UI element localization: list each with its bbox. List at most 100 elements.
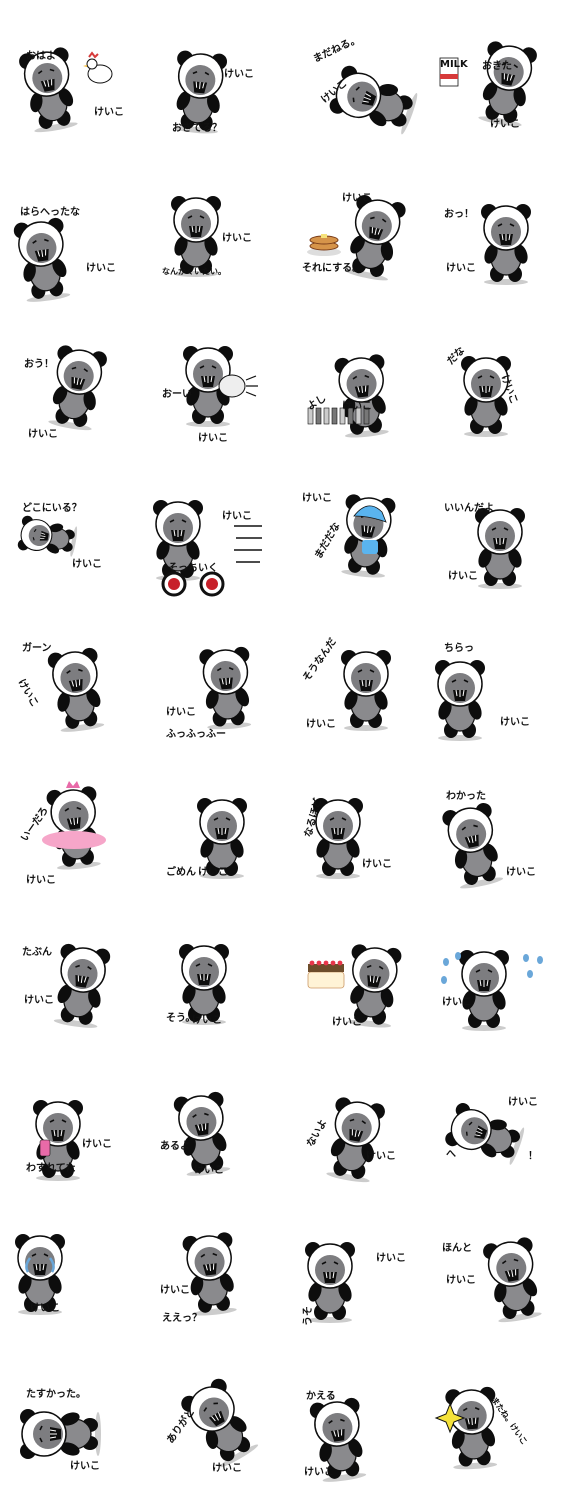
chicken-icon xyxy=(83,51,113,84)
sticker-18[interactable]: けいこふっふっふー xyxy=(140,604,280,754)
name-label: けいこ xyxy=(362,859,392,870)
sticker-15[interactable]: けいこまだだな xyxy=(280,456,420,606)
sticker-34[interactable]: けいこええっ？ xyxy=(140,1196,280,1346)
sticker-33[interactable]: けいこ xyxy=(0,1196,140,1346)
sticker-20[interactable]: ちらっけいこ xyxy=(420,604,560,754)
name-label: けいこ xyxy=(500,717,530,728)
caption-label: わすれてた xyxy=(26,1163,76,1174)
sticker-7[interactable]: けいこそれにする。 xyxy=(280,160,420,310)
name-label: けいこ xyxy=(70,1461,100,1472)
sticker-30[interactable]: あるよけいこ xyxy=(140,1048,280,1198)
bandana-icon xyxy=(353,505,387,554)
sticker-art xyxy=(435,660,485,741)
panda-icon xyxy=(483,1237,542,1323)
sticker-art xyxy=(17,515,78,557)
sticker-24[interactable]: わかったけいこ xyxy=(420,752,560,902)
sticker-8[interactable]: おっ！けいこ xyxy=(420,160,560,310)
milk-carton-icon xyxy=(439,57,459,87)
sticker-35[interactable]: けいこうそ xyxy=(280,1196,420,1346)
sticker-28[interactable]: けいこ xyxy=(420,900,560,1050)
sticker-38[interactable]: ありがとけいこ xyxy=(140,1344,280,1494)
caption-label: はらへったな xyxy=(20,207,80,218)
name-label: けいこ xyxy=(302,493,332,504)
sticker-17[interactable]: ガーンけいこ xyxy=(0,604,140,754)
sticker-art xyxy=(174,50,228,134)
panda-icon xyxy=(341,650,391,731)
raindrops-icon xyxy=(441,952,543,984)
panda-icon xyxy=(329,65,418,135)
sticker-16[interactable]: いいんだよけいこ xyxy=(420,456,560,606)
name-label: けいこ xyxy=(222,233,252,244)
sticker-12[interactable]: だなけいこ xyxy=(420,308,560,458)
name-label: けいこ xyxy=(446,263,476,274)
name-label: けいこ xyxy=(86,263,116,274)
caption-label: あるよ xyxy=(160,1141,190,1152)
sticker-31[interactable]: ないよけいこ xyxy=(280,1048,420,1198)
name-label: けいこ xyxy=(192,1015,222,1026)
sticker-19[interactable]: そうなんだけいこ xyxy=(280,604,420,754)
caption-label: どこにいる？ xyxy=(22,503,82,514)
sticker-art xyxy=(341,650,391,731)
sticker-art xyxy=(183,346,258,427)
panda-icon xyxy=(13,217,71,302)
name-label: けいこ xyxy=(342,193,372,204)
sticker-22[interactable]: ごめんけいこ xyxy=(140,752,280,902)
sticker-art xyxy=(171,196,221,277)
sticker-9[interactable]: おう！けいこ xyxy=(0,308,140,458)
caption-label: MILK xyxy=(440,59,468,70)
sticker-art xyxy=(47,647,105,732)
panda-icon xyxy=(481,204,531,285)
sticker-36[interactable]: ほんとけいこ xyxy=(420,1196,560,1346)
caption-label: おーい xyxy=(162,389,192,400)
crown-icon xyxy=(66,781,80,788)
sticker-13[interactable]: どこにいる？けいこ xyxy=(0,456,140,606)
panda-icon xyxy=(309,1397,367,1482)
cake-icon xyxy=(307,960,345,989)
sticker-11[interactable]: よしけいこ xyxy=(280,308,420,458)
sticker-29[interactable]: けいこわすれてた xyxy=(0,1048,140,1198)
sticker-art xyxy=(326,1097,385,1183)
sticker-art xyxy=(20,1409,101,1459)
sticker-art xyxy=(153,500,262,597)
sticker-27[interactable]: けいこ xyxy=(280,900,420,1050)
name-label: けいこ xyxy=(448,571,478,582)
sticker-23[interactable]: なるほどけいこ xyxy=(280,752,420,902)
tears-icon xyxy=(25,1257,55,1273)
panda-icon xyxy=(19,47,78,133)
sticker-art xyxy=(483,1237,542,1323)
sticker-art xyxy=(481,204,531,285)
caption-label: たぶん xyxy=(22,947,52,958)
sticker-39[interactable]: かえるけいこ xyxy=(280,1344,420,1494)
sticker-art xyxy=(313,798,363,879)
caption-label: ごめん xyxy=(166,867,196,878)
sticker-26[interactable]: そう。けいこ xyxy=(140,900,280,1050)
name-label: けいこ xyxy=(222,511,252,522)
caption-label: いいんだよ xyxy=(444,503,494,514)
name-label: けいこ xyxy=(198,433,228,444)
sticker-37[interactable]: たすかった。けいこ xyxy=(0,1344,140,1494)
sticker-art xyxy=(434,1386,498,1470)
panda-icon xyxy=(179,944,229,1025)
sticker-21[interactable]: いーだろけいこ xyxy=(0,752,140,902)
caption-label: たすかった。 xyxy=(26,1389,86,1400)
panda-icon xyxy=(171,196,221,277)
sticker-25[interactable]: たぶんけいこ xyxy=(0,900,140,1050)
caption-label: わかった xyxy=(446,791,486,802)
sticker-art xyxy=(197,798,247,879)
caption-label: ほんと xyxy=(442,1243,472,1254)
caption-label: かえる xyxy=(306,1391,336,1402)
sticker-32[interactable]: けいこへ！ xyxy=(420,1048,560,1198)
sticker-40[interactable]: またね。けいこ xyxy=(420,1344,560,1494)
caption-label: おきてる？ xyxy=(172,123,222,134)
sticker-art xyxy=(181,1378,259,1468)
sticker-14[interactable]: けいこそっちいく xyxy=(140,456,280,606)
sticker-10[interactable]: おーいけいこ xyxy=(140,308,280,458)
sticker-3[interactable]: まだねる。けいこ xyxy=(280,12,420,162)
caption-label: うそ xyxy=(303,1306,314,1326)
sticker-1[interactable]: おはよけいこ xyxy=(0,12,140,162)
sticker-6[interactable]: けいこなんかくいたい。 xyxy=(140,160,280,310)
panda-icon xyxy=(305,1242,355,1323)
sticker-5[interactable]: はらへったなけいこ xyxy=(0,160,140,310)
sticker-2[interactable]: けいこおきてる？ xyxy=(140,12,280,162)
